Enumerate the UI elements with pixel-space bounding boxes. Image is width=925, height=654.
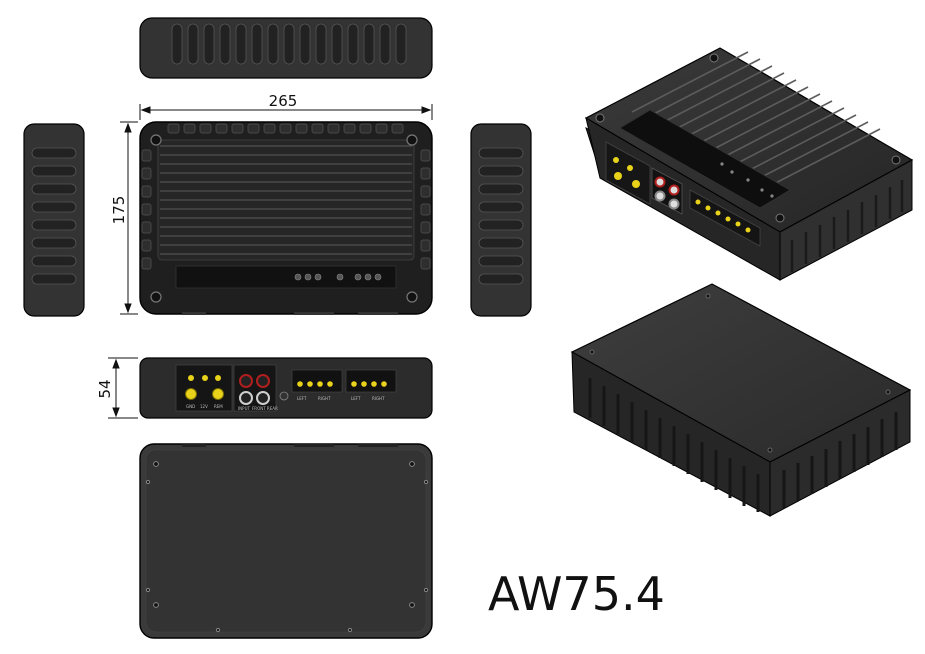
iso-corner-screws: [595, 53, 901, 223]
iso-power-terminals: [613, 157, 640, 188]
dimension-width: [139, 104, 433, 120]
power-terminals: [185, 375, 224, 400]
dimension-depth: [120, 121, 138, 315]
iso-control-dots: [720, 162, 774, 198]
speaker-label-left-b: LEFT: [351, 396, 361, 401]
rca-label-input: INPUT: [238, 406, 251, 411]
rca-jacks: [239, 374, 270, 405]
dimension-width-label: 265: [269, 92, 298, 110]
speaker-label-right-b: RIGHT: [372, 396, 385, 401]
iso-bottom-screws: [589, 293, 891, 453]
rca-label-front-rear: FRONT REAR: [252, 406, 278, 411]
bottom-plan-view: [139, 443, 433, 639]
speaker-label-right-a: RIGHT: [318, 396, 331, 401]
power-label-gnd: GND: [186, 404, 195, 409]
top-plan-view: [139, 121, 433, 315]
power-label-rem: REM: [214, 404, 223, 409]
gain-knob-icon: [279, 391, 289, 401]
speaker-label-left-a: LEFT: [297, 396, 307, 401]
dimension-height-label: 54: [96, 379, 114, 398]
dimension-depth-label: 175: [110, 196, 128, 225]
right-edge-view: [470, 123, 532, 317]
iso-top-fins: [631, 51, 881, 190]
power-label-12v: 12V: [200, 404, 208, 409]
speaker-terminals-a: [297, 381, 333, 387]
iso-speaker-terminals: [695, 199, 751, 233]
top-edge-view: [139, 17, 433, 79]
bottom-screw-holes: [145, 461, 429, 633]
perimeter-bumps: [141, 123, 431, 270]
iso-bottom-front-fins: [588, 378, 760, 512]
isometric-top-view: [584, 47, 914, 281]
edge-fins-top: [171, 23, 407, 65]
iso-bottom-side-fins: [782, 412, 898, 508]
top-fins: [160, 145, 412, 255]
model-label: AW75.4: [488, 567, 665, 621]
iso-rca-jacks: [654, 176, 680, 210]
front-panel-view: GND 12V REM INPUT FRONT REAR LEFT RIGHT: [139, 357, 433, 419]
isometric-bottom-view: [570, 283, 912, 517]
dimension-height: [108, 357, 138, 419]
speaker-terminals-b: [351, 381, 387, 387]
screw-holes: [150, 134, 418, 303]
iso-side-fins: [790, 180, 904, 272]
control-knobs: [294, 273, 382, 281]
left-edge-view: [23, 123, 85, 317]
